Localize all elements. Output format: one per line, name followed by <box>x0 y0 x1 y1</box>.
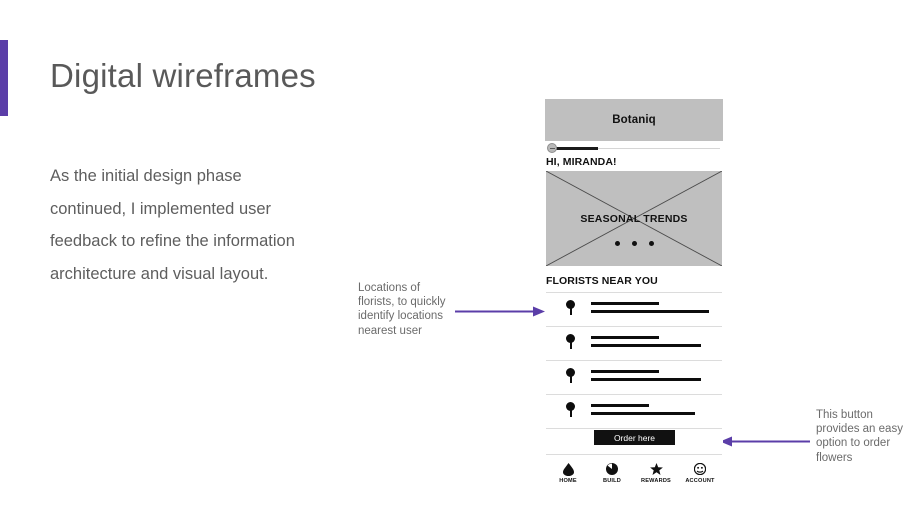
nav-item-build[interactable]: BUILD <box>590 459 634 495</box>
account-face-icon <box>693 462 707 476</box>
florist-address-placeholder <box>591 412 695 415</box>
accent-bar <box>0 40 8 116</box>
carousel-dot[interactable] <box>648 241 654 246</box>
florist-name-placeholder <box>591 336 659 339</box>
florist-address-placeholder <box>591 344 701 347</box>
carousel-dots[interactable] <box>546 241 722 246</box>
image-placeholder-x-icon <box>546 171 722 266</box>
carousel-dot[interactable] <box>614 241 620 246</box>
annotation-left-arrow-icon <box>455 306 545 317</box>
order-button-row: Order here <box>546 424 722 455</box>
map-pin-icon <box>565 402 576 419</box>
nav-item-home[interactable]: HOME <box>546 459 590 495</box>
carousel-dot[interactable] <box>631 241 637 246</box>
florist-list-item[interactable] <box>546 394 722 429</box>
build-circle-icon <box>605 462 619 476</box>
slider-track <box>548 148 720 149</box>
map-pin-icon <box>565 368 576 385</box>
annotation-right-arrow-icon <box>720 436 810 447</box>
florist-address-placeholder <box>591 310 709 313</box>
wireframe-mockup: Botaniq HI, MIRANDA! SEASONAL TRENDS FLO… <box>545 99 723 495</box>
florists-list <box>546 292 722 429</box>
slider-fill <box>550 147 599 150</box>
annotation-left-text: Locations of florists, to quickly identi… <box>358 282 446 337</box>
florist-list-item[interactable] <box>546 292 722 326</box>
florist-list-item[interactable] <box>546 326 722 360</box>
star-icon <box>649 462 663 476</box>
florist-list-item[interactable] <box>546 360 722 394</box>
bottom-navigation-bar: HOME BUILD REWARDS ACCOUNT <box>546 459 722 495</box>
greeting-text: HI, MIRANDA! <box>546 156 617 168</box>
nav-label-account: ACCOUNT <box>685 478 715 484</box>
nav-item-account[interactable]: ACCOUNT <box>678 459 722 495</box>
nav-label-build: BUILD <box>602 478 622 484</box>
florists-section-header: FLORISTS NEAR YOU <box>546 275 658 287</box>
nav-label-rewards: REWARDS <box>641 478 671 484</box>
map-pin-icon <box>565 300 576 317</box>
florist-address-placeholder <box>591 378 701 381</box>
flower-bud-icon <box>561 462 575 476</box>
page-title: Digital wireframes <box>50 57 316 94</box>
slider-handle-icon[interactable] <box>547 143 557 153</box>
hero-image-placeholder[interactable]: SEASONAL TRENDS <box>546 171 722 266</box>
hero-label: SEASONAL TRENDS <box>580 213 688 225</box>
top-slider[interactable] <box>545 141 723 157</box>
florist-name-placeholder <box>591 302 659 305</box>
florist-name-placeholder <box>591 404 649 407</box>
map-pin-icon <box>565 334 576 351</box>
order-here-button[interactable]: Order here <box>594 430 675 445</box>
body-paragraph: As the initial design phase continued, I… <box>50 167 295 283</box>
nav-label-home: HOME <box>559 478 577 484</box>
app-bar: Botaniq <box>545 99 723 141</box>
florist-name-placeholder <box>591 370 659 373</box>
nav-item-rewards[interactable]: REWARDS <box>634 459 678 495</box>
annotation-right-text: This button provides an easy option to o… <box>816 409 903 464</box>
app-bar-title: Botaniq <box>612 114 656 126</box>
